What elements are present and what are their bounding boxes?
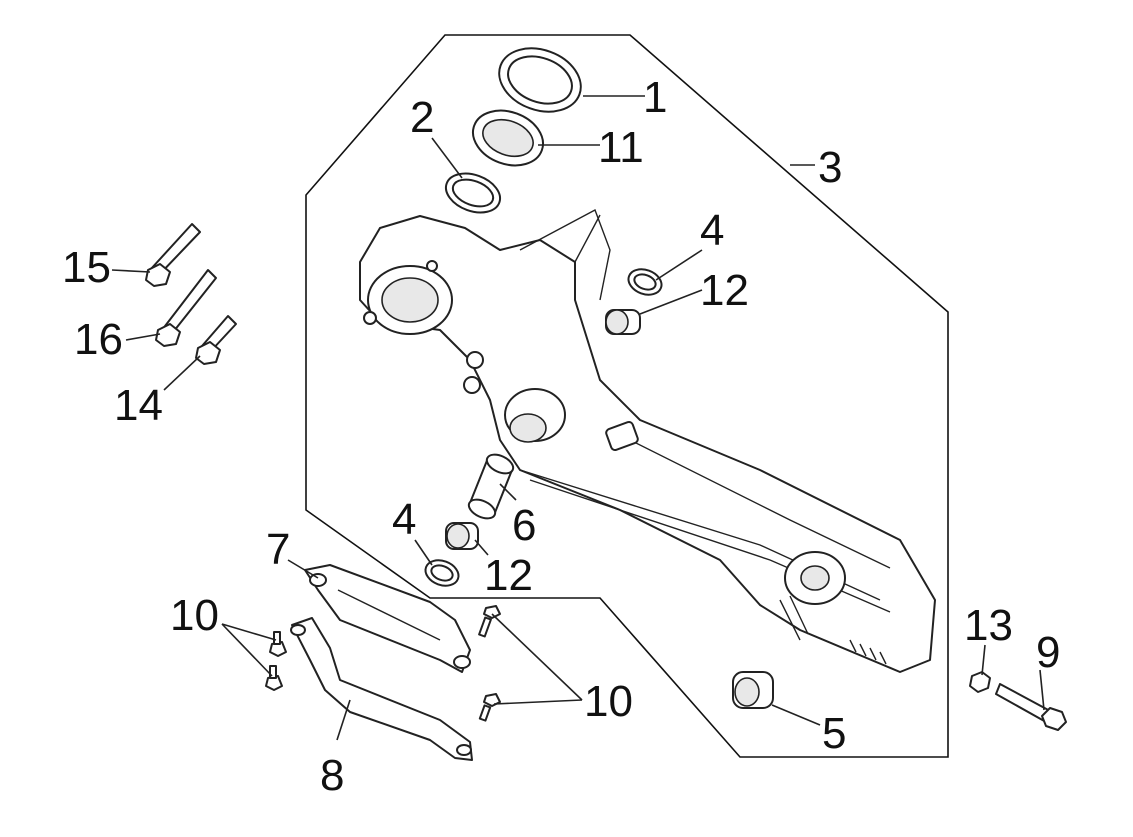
part-collar (467, 453, 515, 520)
part-damper-bushing (732, 671, 774, 709)
part-nut (969, 671, 991, 693)
part-small-bolts (265, 605, 501, 722)
part-upper-cover (304, 564, 471, 673)
callout-15: 15 (62, 243, 111, 292)
callout-16: 16 (74, 315, 123, 364)
part-lower-cover (290, 617, 473, 761)
callout-5: 5 (822, 709, 846, 758)
callout-13: 13 (964, 601, 1013, 650)
part-washer-lower (424, 559, 460, 587)
callout-10-right: 10 (584, 677, 633, 726)
callout-8: 8 (320, 751, 344, 800)
part-bushing-lower (445, 522, 479, 550)
callout-9: 9 (1036, 628, 1060, 677)
part-mounting-bolts (145, 223, 237, 365)
callout-12-lower: 12 (484, 551, 533, 600)
callout-1: 1 (643, 73, 667, 122)
callout-14: 14 (114, 381, 163, 430)
callout-12-upper: 12 (700, 266, 749, 315)
callout-4-upper: 4 (700, 206, 724, 255)
part-snap-ring (444, 172, 502, 214)
callout-3: 3 (818, 143, 842, 192)
part-long-bolt (995, 683, 1067, 731)
callout-10-left: 10 (170, 591, 219, 640)
part-oil-seal (498, 47, 582, 113)
callout-4-lower: 4 (392, 495, 416, 544)
callout-2: 2 (410, 93, 434, 142)
swingarm-body (359, 209, 936, 673)
callout-7: 7 (266, 525, 290, 574)
part-washer-upper (627, 268, 663, 296)
callout-6: 6 (512, 501, 536, 550)
callout-11: 11 (598, 123, 644, 172)
part-bushing-upper (605, 309, 641, 335)
part-bearing (472, 109, 544, 167)
assembly-boundary (305, 34, 949, 758)
leader-lines (111, 95, 1045, 741)
